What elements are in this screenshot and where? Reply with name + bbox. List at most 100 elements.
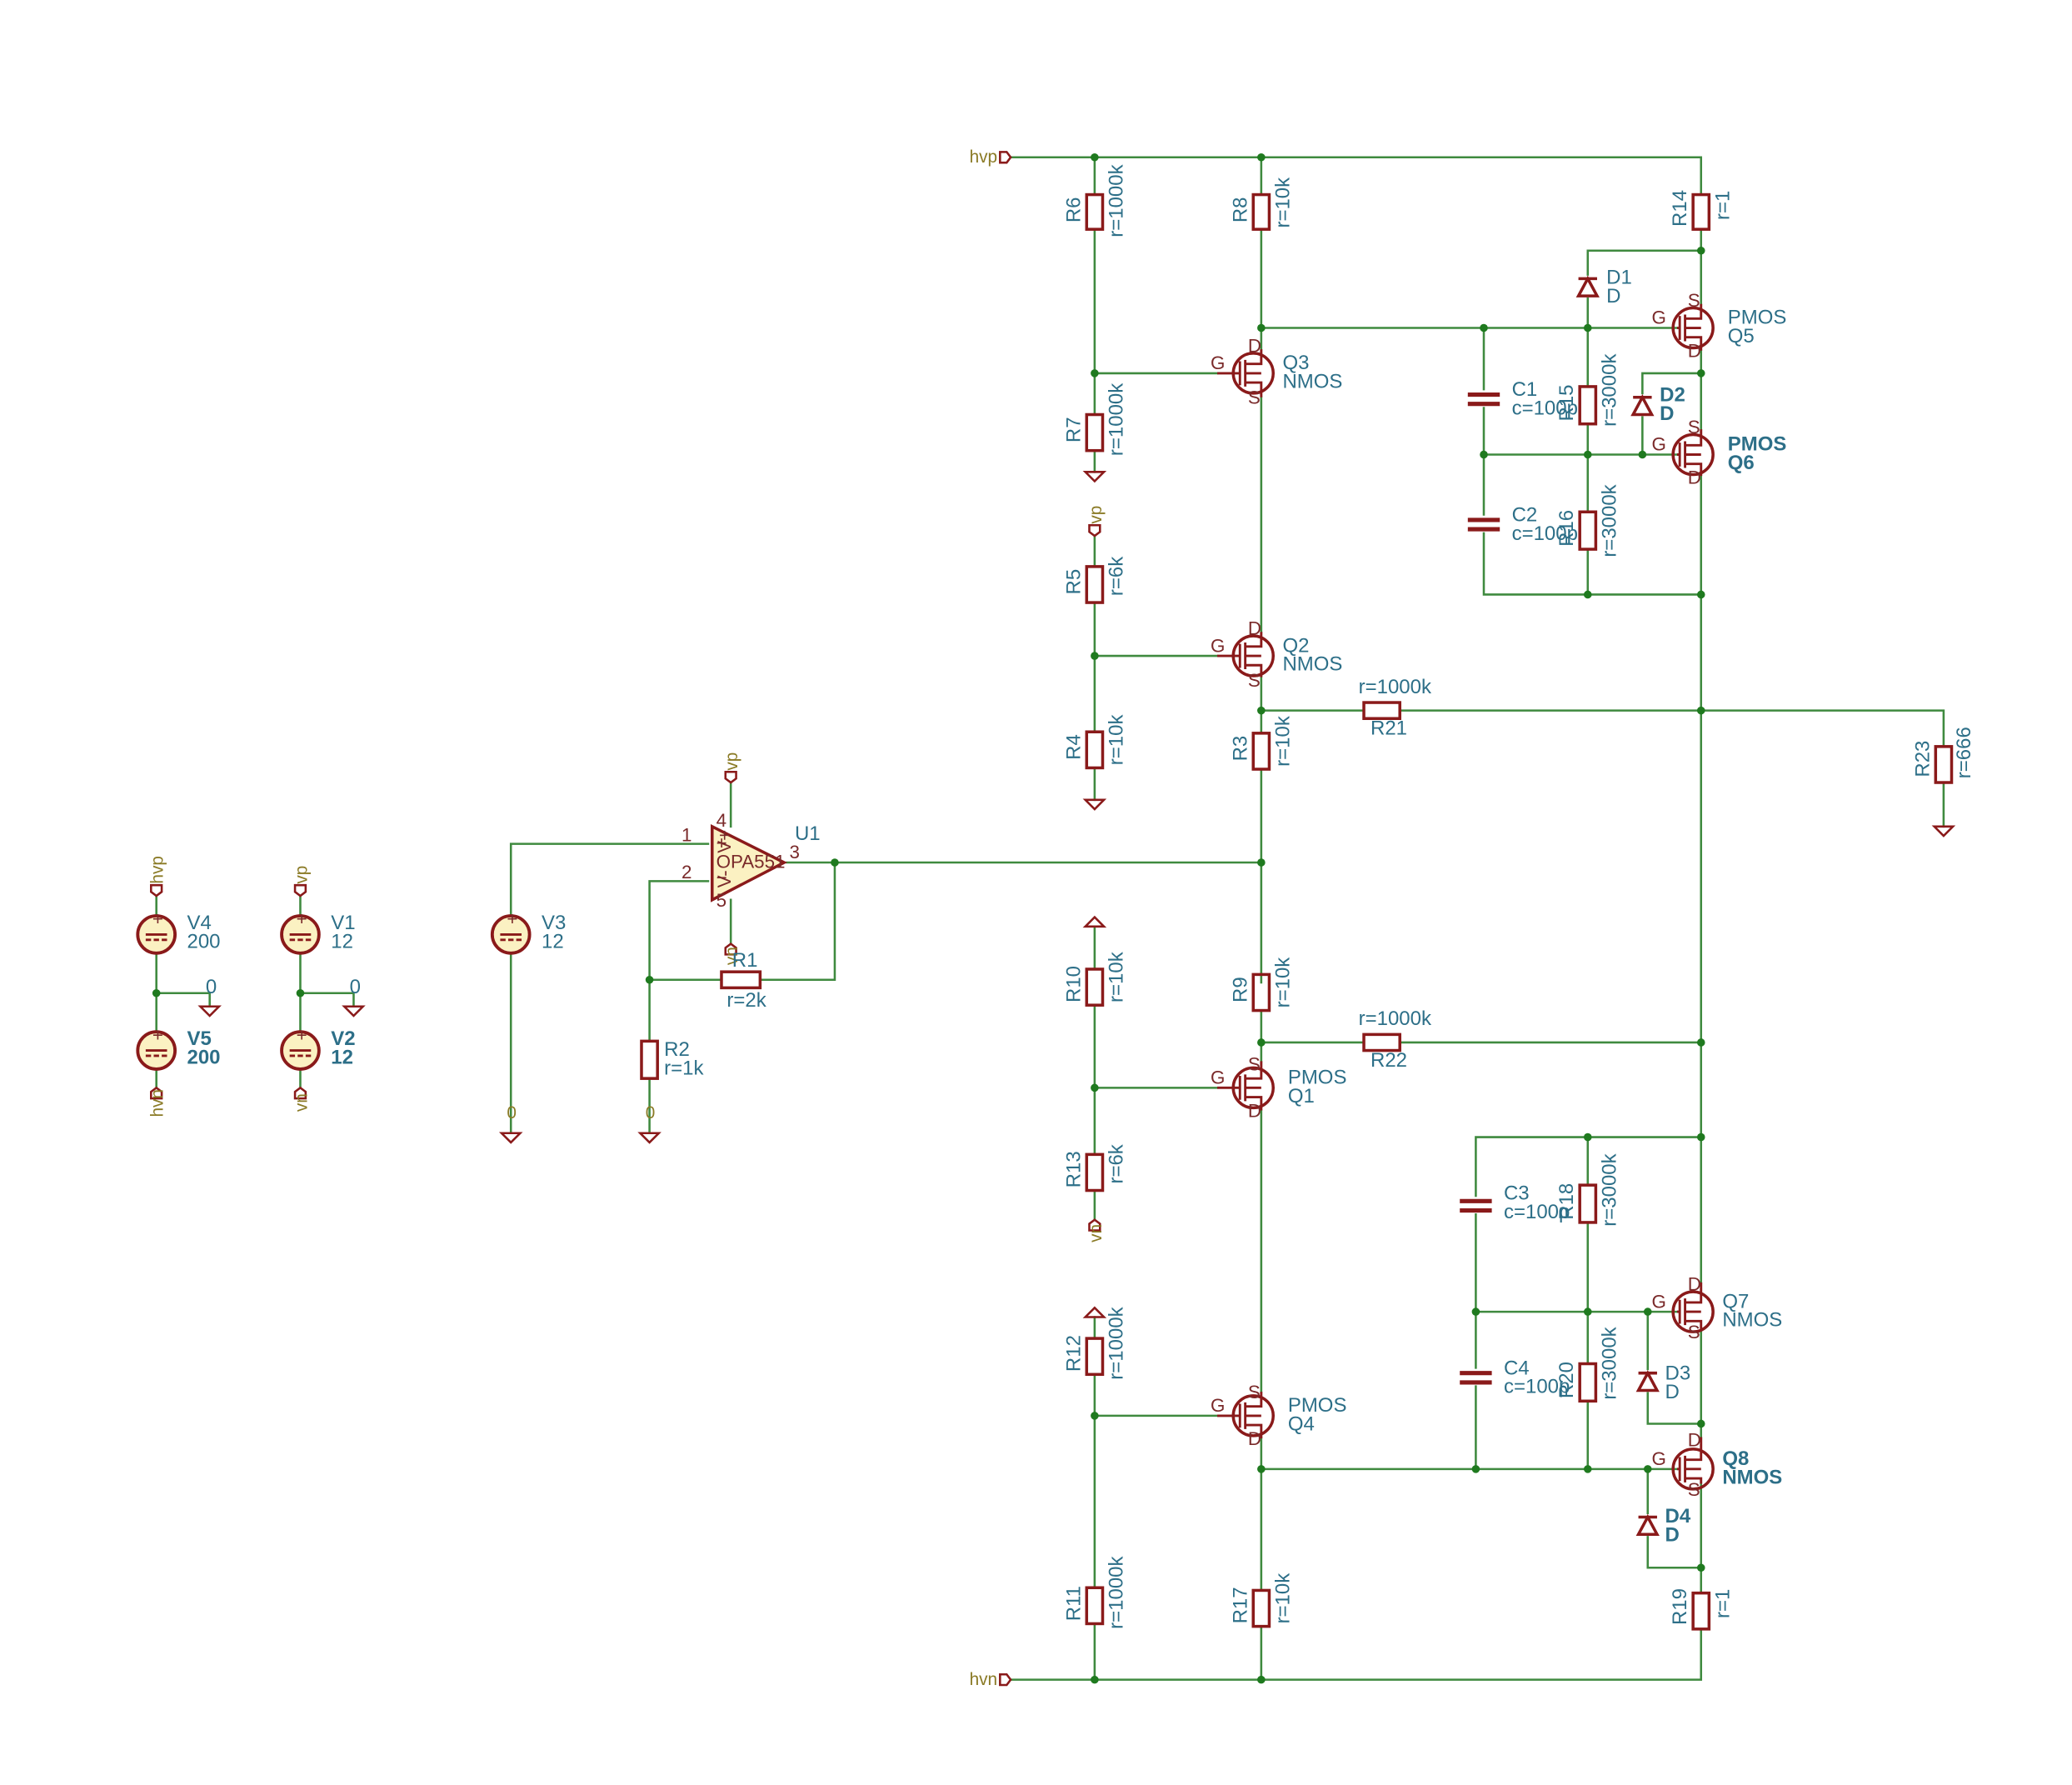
- svg-text:+: +: [297, 1024, 307, 1045]
- resistor-R11: R11 r=1000k: [1062, 1555, 1127, 1628]
- svg-text:r=1: r=1: [1711, 1589, 1734, 1618]
- svg-text:D: D: [1665, 1381, 1680, 1403]
- svg-text:+: +: [152, 1024, 163, 1045]
- svg-text:r=1000k: r=1000k: [1105, 382, 1127, 456]
- svg-text:1: 1: [682, 824, 691, 845]
- svg-text:R16: R16: [1555, 510, 1578, 547]
- svg-text:r=10k: r=10k: [1271, 177, 1294, 228]
- resistor-R4: R4 r=10k: [1062, 714, 1127, 770]
- svg-text:r=3000k: r=3000k: [1598, 1326, 1620, 1399]
- gnd-label-v3: 0: [507, 1103, 517, 1122]
- svg-text:+: +: [152, 908, 163, 929]
- gnd-label-r2: 0: [646, 1103, 656, 1122]
- svg-text:12: 12: [542, 930, 564, 952]
- svg-text:S: S: [1688, 1322, 1700, 1342]
- svg-text:r=1: r=1: [1711, 191, 1734, 220]
- svg-text:S: S: [1248, 388, 1261, 408]
- diodes: D1 D D2 D D3 D D4 D: [1575, 267, 1691, 1546]
- resistor-R19: R19 r=1: [1669, 1588, 1734, 1631]
- svg-text:S: S: [1688, 417, 1700, 438]
- svg-text:r=1000k: r=1000k: [1359, 1008, 1432, 1030]
- svg-text:G: G: [1211, 1395, 1225, 1416]
- svg-text:G: G: [1211, 1068, 1225, 1088]
- svg-text:G: G: [1652, 1448, 1666, 1469]
- svg-text:r=3000k: r=3000k: [1598, 353, 1620, 427]
- svg-text:V1: V1: [331, 912, 355, 934]
- source-V1: + V1 12: [280, 908, 356, 955]
- net-labels: hvp hvn vp vn vp vn hvp hvn: [148, 148, 1106, 1689]
- svg-text:vp: vp: [1086, 506, 1106, 524]
- resistor-R10: R10 r=10k: [1062, 951, 1127, 1007]
- svg-text:r=1k: r=1k: [664, 1057, 704, 1079]
- resistor-R21: r=1000k R21: [1359, 676, 1432, 740]
- svg-text:Q6: Q6: [1728, 452, 1755, 474]
- ground-icon: [1082, 471, 1107, 483]
- diode-D2: D2 D: [1630, 384, 1685, 425]
- svg-text:Q1: Q1: [1288, 1085, 1315, 1108]
- ground-icon: [637, 1132, 662, 1144]
- supply-arrow-icon: [1082, 915, 1107, 928]
- resistor-R18: R18 r=3000k: [1555, 1152, 1620, 1226]
- svg-text:D: D: [1688, 1274, 1701, 1295]
- resistor-R17: R17 r=10k: [1229, 1572, 1294, 1628]
- svg-text:R21: R21: [1371, 717, 1407, 739]
- svg-text:D: D: [1606, 285, 1620, 308]
- svg-text:200: 200: [187, 1047, 220, 1069]
- svg-text:D4: D4: [1665, 1505, 1691, 1528]
- svg-text:G: G: [1652, 434, 1666, 455]
- vn-flag-v2: vn: [292, 1086, 311, 1112]
- source-V5: + V5 200: [136, 1024, 221, 1071]
- capacitors: C1 c=100p C2 c=100p C3 c=100p C4 c=100p: [1460, 378, 1578, 1398]
- hvn-flag-v5: hvn: [148, 1086, 167, 1118]
- diode-D3: D3 D: [1635, 1362, 1691, 1403]
- svg-text:V3: V3: [542, 912, 566, 934]
- transistor-Q5: G S D PMOS Q5: [1652, 290, 1787, 362]
- svg-text:R14: R14: [1669, 190, 1691, 227]
- svg-text:vn: vn: [722, 947, 741, 965]
- svg-text:S: S: [1688, 1479, 1700, 1500]
- svg-text:r=1000k: r=1000k: [1105, 1306, 1127, 1379]
- resistor-R9: R9 r=10k: [1229, 957, 1294, 1012]
- svg-text:vn: vn: [292, 1093, 311, 1112]
- svg-text:D: D: [1665, 1523, 1680, 1546]
- svg-text:r=3000k: r=3000k: [1598, 483, 1620, 557]
- svg-text:OPA551: OPA551: [716, 851, 786, 872]
- vn-flag-u1: vn: [722, 942, 741, 965]
- svg-text:S: S: [1248, 1054, 1261, 1075]
- svg-text:D: D: [1248, 1101, 1261, 1122]
- svg-text:D: D: [1660, 402, 1674, 425]
- ground-icon: [1082, 798, 1107, 811]
- svg-text:D3: D3: [1665, 1362, 1691, 1385]
- svg-text:+: +: [297, 908, 307, 929]
- vn-flag-r13: vn: [1086, 1218, 1106, 1242]
- svg-text:D1: D1: [1606, 267, 1632, 289]
- svg-text:R11: R11: [1062, 1586, 1085, 1621]
- hvp-flag-v4: hvp: [148, 856, 167, 898]
- svg-text:C3: C3: [1504, 1182, 1530, 1205]
- svg-text:R20: R20: [1555, 1362, 1578, 1398]
- svg-text:R23: R23: [1911, 741, 1934, 778]
- svg-text:+: +: [716, 832, 727, 853]
- transistor-Q3: G D S Q3 NMOS: [1211, 335, 1342, 408]
- svg-text:vn: vn: [1086, 1224, 1106, 1242]
- svg-text:r=10k: r=10k: [1271, 957, 1294, 1008]
- resistor-R15: R15 r=3000k: [1555, 353, 1620, 427]
- svg-text:R22: R22: [1371, 1049, 1407, 1072]
- resistor-R12: R12 r=1000k: [1062, 1306, 1127, 1379]
- capacitor-C2: C2 c=100p: [1467, 503, 1578, 545]
- source-V4: + V4 200: [136, 908, 221, 955]
- svg-text:C1: C1: [1512, 378, 1538, 401]
- svg-text:C2: C2: [1512, 503, 1538, 526]
- svg-text:c=100p: c=100p: [1512, 398, 1578, 420]
- diode-D4: D4 D: [1635, 1505, 1691, 1546]
- transistor-Q4: G S D PMOS Q4: [1211, 1382, 1346, 1449]
- resistor-R8: R8 r=10k: [1229, 177, 1294, 231]
- resistor-R1: R1 r=2k: [720, 949, 767, 1012]
- svg-text:R3: R3: [1229, 736, 1251, 762]
- svg-text:c=100p: c=100p: [1512, 522, 1578, 545]
- svg-text:r=10k: r=10k: [1105, 951, 1127, 1002]
- transistor-Q1: G S D PMOS Q1: [1211, 1054, 1346, 1122]
- svg-text:12: 12: [331, 1047, 353, 1069]
- svg-text:hvn: hvn: [970, 1670, 998, 1689]
- ground-icon: [197, 1005, 222, 1018]
